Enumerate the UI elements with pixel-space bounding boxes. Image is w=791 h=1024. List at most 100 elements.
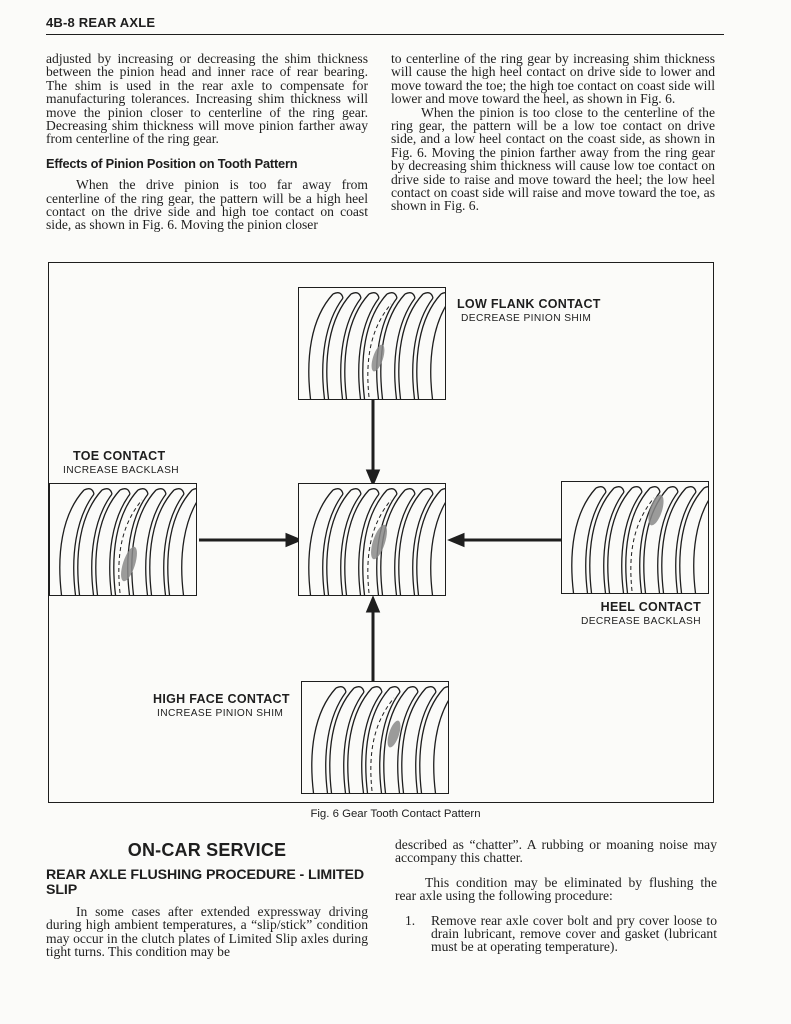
tooth-edge [362,293,388,399]
tooth-edge [127,493,149,595]
tooth-edge [398,293,424,399]
tooth-edge [394,297,416,399]
tooth-edge [416,293,442,399]
label-heel-title: HEEL CONTACT [600,600,701,614]
pitch-line [367,303,392,398]
tooth-edge [326,489,352,595]
left-column: adjusted by increasing or decreasing the… [46,52,368,232]
tooth-edge [167,489,193,595]
gear-teeth-drawing [308,488,445,595]
tooth-edge [343,691,365,793]
tooth-edge [394,493,416,595]
tooth-top [407,686,419,693]
tooth-edge [380,293,406,399]
tooth-top [83,488,95,495]
tooth-top [173,488,185,495]
figure-arrows [199,400,561,681]
label-toe-sub: INCREASE BACKLASH [63,465,180,476]
tooth-top [101,488,113,495]
tooth-edge [412,493,434,595]
right-paragraph-2: When the pinion is too close to the cent… [391,104,715,214]
tooth-edge [589,487,615,593]
tooth-edge [326,293,352,399]
tooth-edge [415,691,437,793]
label-low-flank: LOW FLANK CONTACT DECREASE PINION SHIM [457,297,601,324]
tooth-edge [661,487,687,593]
label-toe: TOE CONTACT INCREASE BACKLASH [63,449,179,476]
pitch-line [630,497,655,592]
tooth-top [191,488,196,491]
gear-panel-low-flank [298,287,446,400]
tooth-top [119,488,131,495]
gear-teeth-drawing [571,486,708,593]
tooth-edge [376,297,398,399]
tooth-edge [433,700,448,793]
tooth-top [389,686,401,693]
tooth-edge [113,489,139,595]
procedure-step-1-number: 1. [405,912,416,928]
arrow-left-head [285,532,303,548]
tooth-edge [347,687,373,793]
tooth-edge [322,493,344,595]
label-high-face-sub: INCREASE PINION SHIM [157,708,284,719]
tooth-edge [412,297,434,399]
tooth-edge [607,487,633,593]
tooth-top [368,488,380,495]
tooth-edge [361,691,383,793]
tooth-top [350,292,362,299]
tooth-top [422,488,434,495]
contact-patch [371,524,387,560]
tooth-top [335,686,347,693]
tooth-edge [91,493,113,595]
left-paragraph-2: When the drive pinion is too far away fr… [46,177,368,233]
contact-patch [387,720,401,748]
procedure-title: REAR AXLE FLUSHING PROCEDURE - LIMITED S… [46,867,365,898]
tooth-edge [322,297,344,399]
section-title-on-car-service: ON-CAR SERVICE [127,840,287,860]
tooth-edge [109,493,131,595]
tooth-top [386,488,398,495]
tooth-edge [430,502,445,595]
gear-panel-high-face [301,681,449,794]
tooth-edge [311,687,337,793]
contact-patch [371,344,385,372]
tooth-top [425,686,437,693]
tooth-edge [59,489,85,595]
tooth-edge [340,493,362,595]
tooth-top [404,292,416,299]
flushing-paragraph-2: described as “chatter”. A rubbing or moa… [395,837,717,866]
tooth-edge [181,502,196,595]
tooth-edge [657,491,679,593]
subheading-pinion-effects: Effects of Pinion Position on Tooth Patt… [46,155,298,171]
tooth-edge [362,489,388,595]
page-header-title: 4B-8 REAR AXLE [46,15,156,30]
label-low-flank-sub: DECREASE PINION SHIM [461,313,592,324]
tooth-top [443,686,448,689]
tooth-top [137,488,149,495]
tooth-top [631,486,643,493]
contact-patch [121,546,137,582]
tooth-top [371,686,383,693]
gear-panel-heel [561,481,709,594]
right-paragraph-1: to centerline of the ring gear by increa… [391,51,715,107]
tooth-top [667,486,679,493]
tooth-edge [145,493,167,595]
tooth-edge [365,687,391,793]
tooth-edge [416,489,442,595]
tooth-edge [131,489,157,595]
tooth-edge [419,687,445,793]
arrow-top-head [365,469,381,487]
label-heel: HEEL CONTACT DECREASE BACKLASH [577,600,701,627]
tooth-top [422,292,434,299]
pitch-line [118,499,143,594]
tooth-top [332,292,344,299]
tooth-edge [163,493,185,595]
left-paragraph-1: adjusted by increasing or decreasing the… [46,51,368,147]
tooth-edge [95,489,121,595]
arrow-bottom-head [365,595,381,613]
tooth-edge [149,489,175,595]
tooth-top [353,686,365,693]
label-high-face: HIGH FACE CONTACT INCREASE PINION SHIM [153,692,290,719]
tooth-edge [621,491,643,593]
tooth-top [155,488,167,495]
